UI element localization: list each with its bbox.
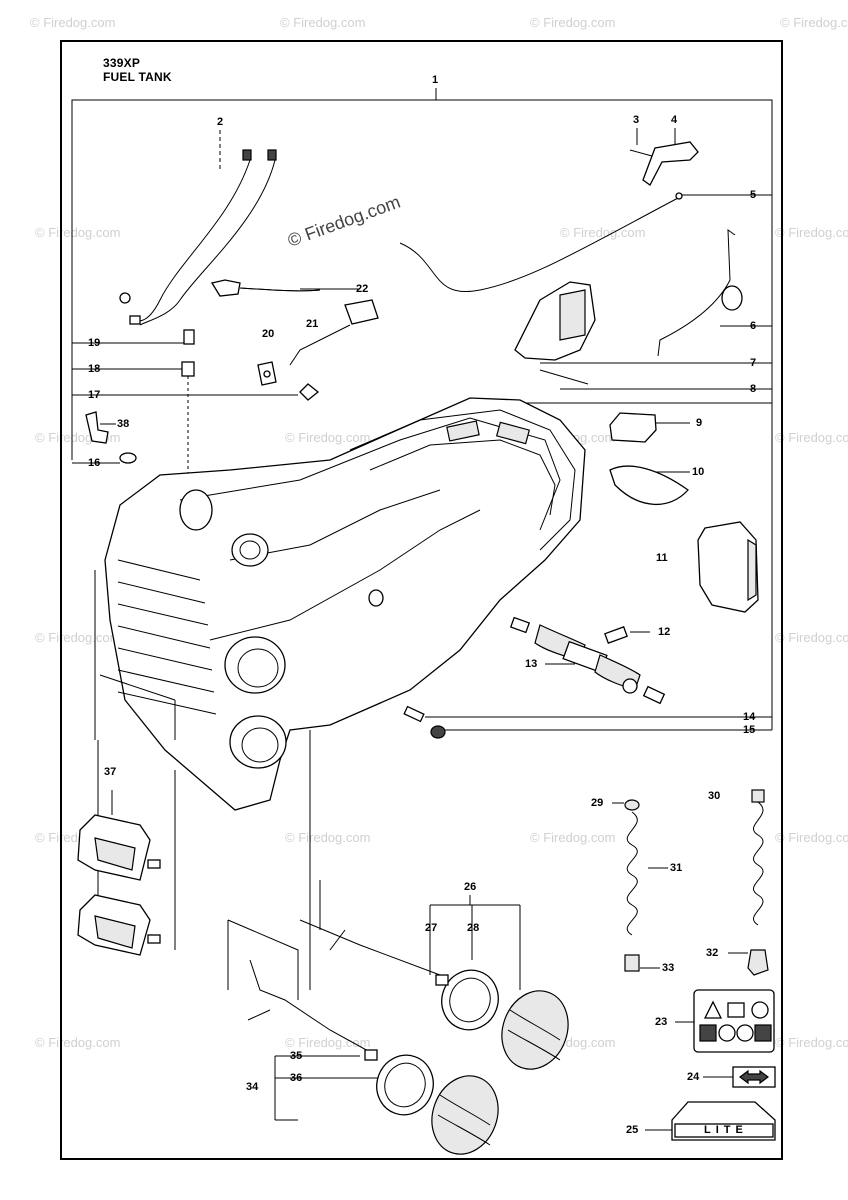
callout-4: 4: [671, 114, 678, 126]
callout-37: 37: [104, 766, 117, 778]
watermark: © Firedog.com: [530, 830, 616, 845]
callout-27: 27: [425, 922, 438, 934]
watermark: © Firedog.com: [775, 630, 848, 645]
callout-6: 6: [750, 320, 757, 332]
decal-text: LITE: [704, 1124, 748, 1136]
callout-14: 14: [743, 711, 756, 723]
callout-3: 3: [633, 114, 640, 126]
callout-20: 20: [262, 328, 275, 340]
callout-19: 19: [88, 337, 101, 349]
callout-17: 17: [88, 389, 101, 401]
callout-7: 7: [750, 357, 757, 369]
section-title: FUEL TANK: [103, 70, 172, 84]
callout-9: 9: [696, 417, 703, 429]
callout-24: 24: [687, 1071, 700, 1083]
watermark: © Firedog.com: [560, 225, 646, 240]
callout-33: 33: [662, 962, 675, 974]
watermark: © Firedog.com: [30, 15, 116, 30]
callout-12: 12: [658, 626, 671, 638]
callout-15: 15: [743, 724, 756, 736]
callout-32: 32: [706, 947, 719, 959]
callout-31: 31: [670, 862, 683, 874]
watermark: © Firedog.com: [280, 15, 366, 30]
watermark: © Firedog.com: [775, 830, 848, 845]
watermark: © Firedog.com: [775, 225, 848, 240]
watermark: © Firedog.com: [780, 15, 848, 30]
callout-26: 26: [464, 881, 477, 893]
watermark: © Firedog.com: [35, 1035, 121, 1050]
group-bracket-1: [71, 99, 773, 730]
callout-8: 8: [750, 383, 757, 395]
callout-34: 34: [246, 1081, 259, 1093]
model-number: 339XP: [103, 56, 141, 70]
callout-18: 18: [88, 363, 101, 375]
watermark: © Firedog.com: [530, 15, 616, 30]
callout-38: 38: [117, 418, 130, 430]
callout-30: 30: [708, 790, 721, 802]
watermark: © Firedog.com: [35, 225, 121, 240]
callout-21: 21: [306, 318, 319, 330]
callout-10: 10: [692, 466, 705, 478]
callout-35: 35: [290, 1050, 303, 1062]
watermark: © Firedog.com: [285, 830, 371, 845]
diagram-frame: [60, 40, 783, 1160]
callout-36: 36: [290, 1072, 303, 1084]
watermark: © Firedog.com: [775, 1035, 848, 1050]
callout-22: 22: [356, 283, 369, 295]
callout-11: 11: [656, 552, 668, 564]
watermark: © Firedog.com: [285, 1035, 371, 1050]
callout-23: 23: [655, 1016, 668, 1028]
callout-5: 5: [750, 189, 757, 201]
watermark: © Firedog.com: [775, 430, 848, 445]
callout-25: 25: [626, 1124, 639, 1136]
callout-2: 2: [217, 116, 224, 128]
callout-16: 16: [88, 457, 101, 469]
callout-28: 28: [467, 922, 480, 934]
callout-1: 1: [432, 74, 439, 86]
watermark: © Firedog.com: [285, 430, 371, 445]
callout-29: 29: [591, 797, 604, 809]
callout-13: 13: [525, 658, 538, 670]
watermark: © Firedog.com: [35, 630, 121, 645]
